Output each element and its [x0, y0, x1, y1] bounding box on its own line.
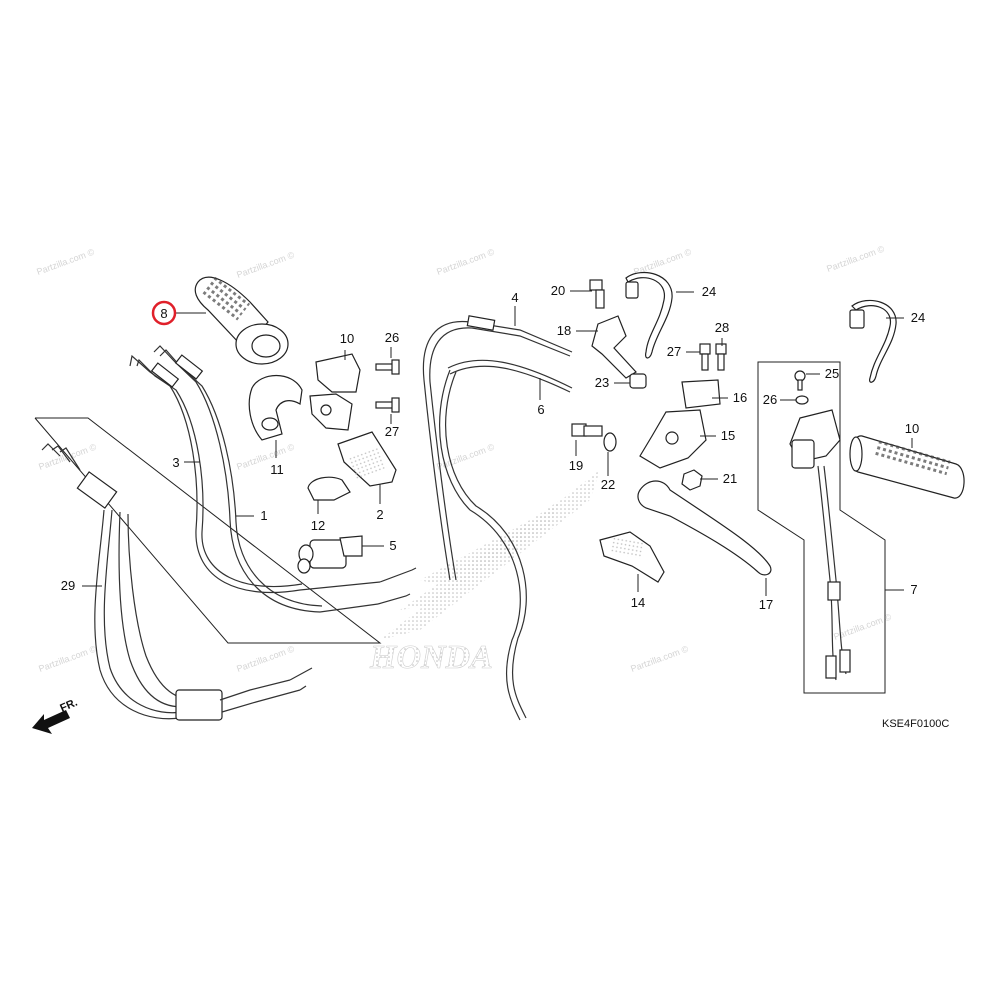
- watermark-text: Partzilla.com ©: [37, 644, 98, 674]
- callout-24[interactable]: 24: [911, 310, 925, 325]
- callout-14[interactable]: 15: [721, 428, 735, 443]
- adjuster-part-19[interactable]: [571, 423, 603, 437]
- cable-joint-part-5[interactable]: [297, 535, 363, 574]
- strap-part-24-right[interactable]: [849, 299, 897, 383]
- bracket-part-18[interactable]: [591, 315, 637, 379]
- strap-part-24-left[interactable]: [625, 271, 673, 359]
- watermark-text: Partzilla.com ©: [435, 442, 496, 472]
- lever-holder-part-14[interactable]: [639, 409, 707, 469]
- callout-18[interactable]: 18: [557, 323, 571, 338]
- bolt-part-27-lower[interactable]: [375, 397, 400, 413]
- throttle-cable-part-1[interactable]: [153, 345, 411, 613]
- watermark-text: Partzilla.com ©: [629, 644, 690, 674]
- watermark-text: Partzilla.com ©: [235, 644, 296, 674]
- callout-28[interactable]: 28: [715, 320, 729, 335]
- callout-4[interactable]: 4: [511, 290, 518, 305]
- front-direction-label: FR.: [58, 697, 79, 715]
- callout-2[interactable]: 2: [376, 507, 383, 522]
- callout-21[interactable]: 21: [723, 471, 737, 486]
- callout-25[interactable]: 25: [825, 366, 839, 381]
- callout-29[interactable]: 29: [61, 578, 75, 593]
- callout-22[interactable]: 22: [601, 477, 615, 492]
- hot-start-lever-part-16[interactable]: [599, 531, 665, 583]
- diagram-code: KSE4F0100C: [882, 718, 949, 730]
- throttle-housing-part-11[interactable]: [309, 353, 361, 431]
- callout-15[interactable]: 16: [733, 390, 747, 405]
- nut-part-23[interactable]: [629, 373, 647, 389]
- clamp-part-15[interactable]: [681, 379, 721, 409]
- callout-3[interactable]: 3: [172, 455, 179, 470]
- throttle-grip-part-8[interactable]: [194, 276, 289, 365]
- clutch-lever-part-17[interactable]: [637, 480, 772, 576]
- watermark-text: Partzilla.com ©: [825, 244, 886, 274]
- callout-26[interactable]: 26: [763, 392, 777, 407]
- callout-23[interactable]: 23: [595, 375, 609, 390]
- callout-16[interactable]: 14: [631, 595, 645, 610]
- throttle-cable-part-3[interactable]: [129, 354, 417, 594]
- callout-11[interactable]: 10: [340, 331, 354, 346]
- watermark-text: Partzilla.com ©: [35, 247, 96, 277]
- bolt-part-20[interactable]: [589, 279, 605, 309]
- group-outline-7: [757, 361, 886, 694]
- callout-19[interactable]: 19: [569, 458, 583, 473]
- group-outline-29: [34, 417, 382, 644]
- watermark-text: Partzilla.com ©: [235, 442, 296, 472]
- honda-logo-text: HONDA: [369, 639, 493, 676]
- washer-part-22[interactable]: [603, 432, 617, 452]
- callout-8[interactable]: 8: [160, 306, 167, 321]
- bolt-part-28-left[interactable]: [699, 343, 711, 371]
- switch-part-7[interactable]: [789, 409, 851, 681]
- cap-part-13[interactable]: [307, 476, 351, 501]
- callout-27[interactable]: 26: [385, 330, 399, 345]
- nut-part-21[interactable]: [681, 469, 703, 491]
- callout-5[interactable]: 5: [389, 538, 396, 553]
- bolt-part-28-right[interactable]: [715, 343, 727, 371]
- screw-part-25[interactable]: [794, 370, 806, 391]
- watermark-text: Partzilla.com ©: [235, 250, 296, 280]
- callout-7[interactable]: 7: [910, 582, 917, 597]
- throttle-housing-part-12[interactable]: [248, 375, 303, 441]
- grip-part-10[interactable]: [849, 435, 965, 499]
- callout-1[interactable]: 1: [260, 508, 267, 523]
- callout-10[interactable]: 10: [905, 421, 919, 436]
- bolt-part-27-upper[interactable]: [375, 359, 400, 375]
- cable-part-4[interactable]: [422, 315, 573, 581]
- callout-12[interactable]: 11: [270, 462, 284, 477]
- cover-part-2[interactable]: [337, 431, 397, 487]
- watermark-text: Partzilla.com ©: [435, 247, 496, 277]
- callout-6[interactable]: 6: [537, 402, 544, 417]
- leader-lines: [82, 290, 913, 596]
- cable-assembly-part-29[interactable]: [41, 443, 313, 721]
- callout-28[interactable]: 27: [667, 344, 681, 359]
- callout-27[interactable]: 27: [385, 424, 399, 439]
- callout-13[interactable]: 12: [311, 518, 325, 533]
- highlight-ring: [151, 300, 177, 326]
- honda-wing-watermark: HONDA: [369, 470, 600, 676]
- cable-part-6[interactable]: [439, 359, 573, 721]
- callout-24[interactable]: 24: [702, 284, 716, 299]
- callouts: 8 10 26 27 11 12 2 5 3 1 29 4 6 20 18 23…: [61, 283, 925, 612]
- washer-part-26[interactable]: [795, 395, 809, 405]
- callout-20[interactable]: 20: [551, 283, 565, 298]
- callout-17[interactable]: 17: [759, 597, 773, 612]
- front-direction-arrow: FR.: [32, 697, 79, 734]
- watermark-text: Partzilla.com ©: [832, 612, 893, 642]
